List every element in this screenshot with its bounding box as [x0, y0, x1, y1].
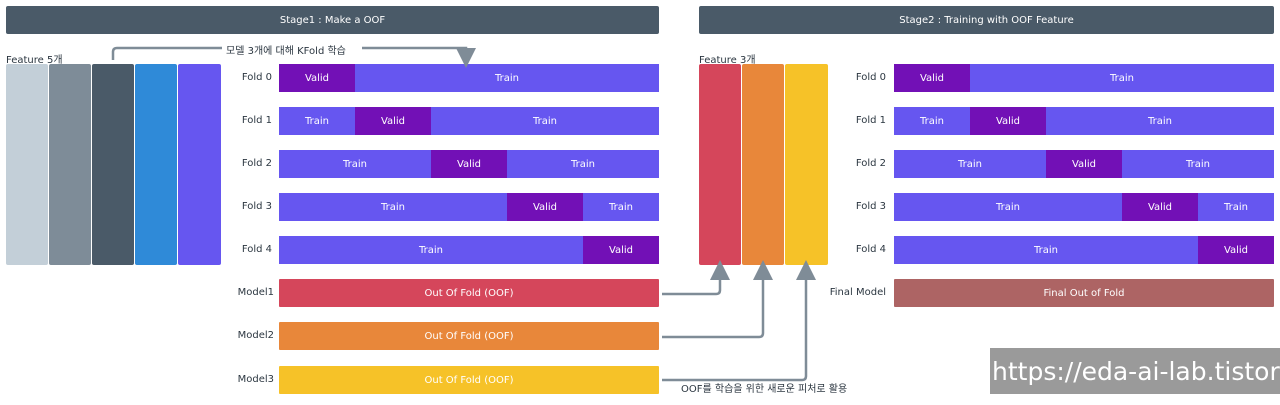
- watermark: https://eda-ai-lab.tistory.com: [990, 348, 1280, 394]
- valid-segment: Valid: [355, 107, 431, 135]
- feature-column-5: [178, 64, 221, 265]
- final-model-label: Final Model: [829, 287, 886, 298]
- kfold-arrow-tail: [362, 46, 476, 68]
- valid-segment: Valid: [894, 64, 970, 92]
- train-segment: Train: [894, 193, 1122, 221]
- fold-label: Fold 1: [855, 115, 886, 126]
- train-segment: Train: [279, 193, 507, 221]
- kfold-arrow: [111, 46, 222, 60]
- model3-to-feature-arrow: [662, 260, 816, 382]
- train-segment: Train: [583, 193, 659, 221]
- model1-to-feature-arrow: [662, 260, 730, 296]
- fold-label: Fold 2: [855, 158, 886, 169]
- model-label: Model1: [237, 287, 274, 298]
- fold-label: Fold 1: [241, 115, 272, 126]
- valid-segment: Valid: [1046, 150, 1122, 178]
- valid-segment: Valid: [431, 150, 507, 178]
- feature5-label: Feature 5개: [6, 55, 63, 66]
- valid-segment: Valid: [279, 64, 355, 92]
- train-segment: Train: [894, 236, 1198, 264]
- feature3-label: Feature 3개: [699, 55, 756, 66]
- kfold-note: 모델 3개에 대해 KFold 학습: [226, 46, 346, 57]
- train-segment: Train: [507, 150, 659, 178]
- valid-segment: Valid: [1122, 193, 1198, 221]
- feature-column-4: [135, 64, 177, 265]
- fold-label: Fold 0: [241, 72, 272, 83]
- stage1-header: Stage1 : Make a OOF: [6, 6, 659, 34]
- oof-feature-column-2: [742, 64, 784, 265]
- train-segment: Train: [279, 107, 355, 135]
- valid-segment: Valid: [507, 193, 583, 221]
- feature-column-3: [92, 64, 134, 265]
- fold-label: Fold 2: [241, 158, 272, 169]
- train-segment: Train: [970, 64, 1274, 92]
- train-segment: Train: [1198, 193, 1274, 221]
- valid-segment: Valid: [583, 236, 659, 264]
- valid-segment: Valid: [1198, 236, 1274, 264]
- model3-oof-bar: Out Of Fold (OOF): [279, 366, 659, 394]
- fold-label: Fold 3: [855, 201, 886, 212]
- oof-feature-column-3: [785, 64, 828, 265]
- feature-column-1: [6, 64, 48, 265]
- train-segment: Train: [355, 64, 659, 92]
- model2-to-feature-arrow: [662, 260, 773, 339]
- model1-oof-bar: Out Of Fold (OOF): [279, 279, 659, 307]
- fold-label: Fold 0: [855, 72, 886, 83]
- final-oof-bar: Final Out of Fold: [894, 279, 1274, 307]
- valid-segment: Valid: [970, 107, 1046, 135]
- train-segment: Train: [1046, 107, 1274, 135]
- fold-label: Fold 4: [241, 244, 272, 255]
- model2-oof-bar: Out Of Fold (OOF): [279, 322, 659, 350]
- model-label: Model3: [237, 374, 274, 385]
- oof-feature-column-1: [699, 64, 741, 265]
- train-segment: Train: [894, 150, 1046, 178]
- fold-label: Fold 4: [855, 244, 886, 255]
- train-segment: Train: [279, 236, 583, 264]
- oof-feature-note: OOF를 학습을 위한 새로운 피처로 활용: [681, 384, 848, 395]
- fold-label: Fold 3: [241, 201, 272, 212]
- train-segment: Train: [894, 107, 970, 135]
- train-segment: Train: [279, 150, 431, 178]
- feature-column-2: [49, 64, 91, 265]
- train-segment: Train: [1122, 150, 1274, 178]
- train-segment: Train: [431, 107, 659, 135]
- model-label: Model2: [237, 330, 274, 341]
- stage2-header: Stage2 : Training with OOF Feature: [699, 6, 1274, 34]
